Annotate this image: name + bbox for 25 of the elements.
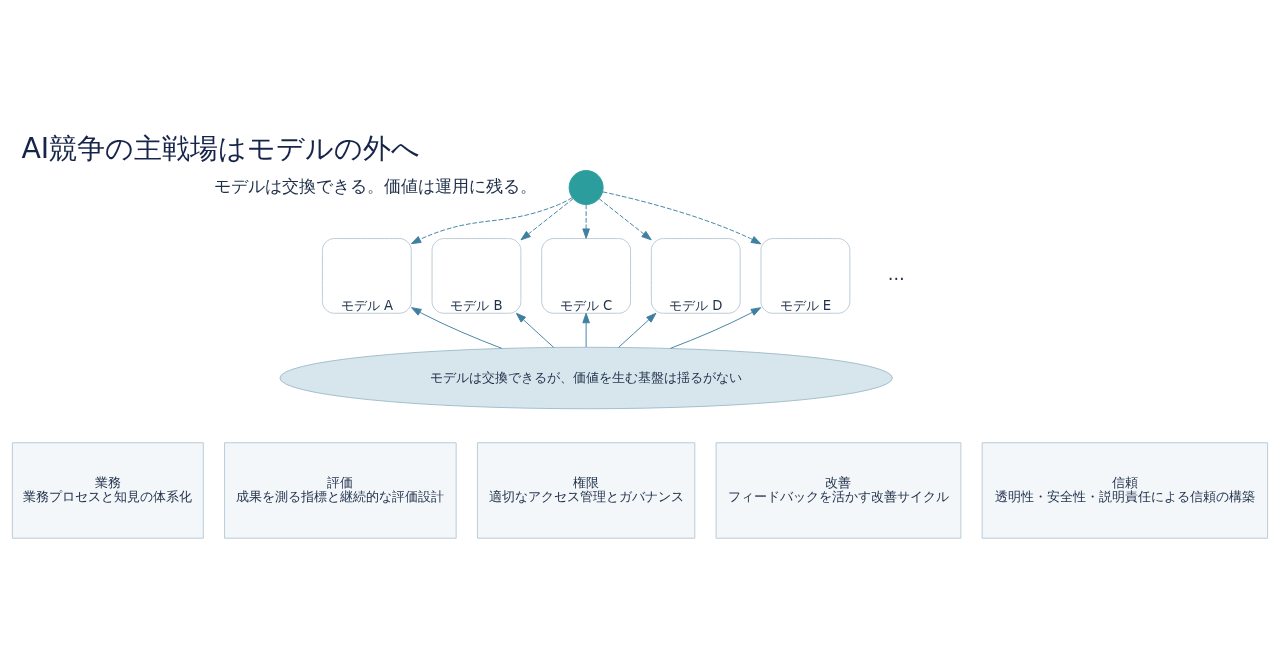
node-box: 業務 業務プロセスと知見の体系化 [11, 442, 204, 539]
arrow [598, 198, 652, 241]
node-box: モデル C [541, 238, 632, 314]
arrow [602, 191, 762, 245]
arrow [618, 312, 657, 348]
node-box: モデル B [431, 238, 522, 314]
label: … [887, 264, 905, 285]
node-box: モデル D [650, 238, 741, 314]
arrow [582, 312, 590, 348]
node-box: 信頼 透明性・安全性・説明責任による信頼の構築 [981, 442, 1269, 539]
node-box: モデル E [760, 238, 851, 314]
node-box: 評価 成果を測る指標と継続的な評価設計 [224, 442, 457, 539]
node-box: モデル A [321, 238, 412, 314]
arrow [582, 204, 590, 239]
node-ellipse: モデルは交換できるが、価値を生む基盤は揺るがない [279, 346, 893, 410]
node-circle [568, 170, 604, 206]
node-box: 権限 適切なアクセス管理とガバナンス [476, 442, 696, 539]
node-box: 改善 フィードバックを活かす改善サイクル [715, 442, 962, 539]
diagram-title: AI競争の主戦場はモデルの外へ [21, 132, 421, 166]
arrow [410, 197, 573, 245]
arrow [515, 312, 555, 348]
arrow [411, 307, 503, 349]
arrow [670, 307, 762, 349]
label: モデルは交換できる。価値は運用に残る。 [213, 175, 537, 196]
arrow [520, 198, 574, 241]
